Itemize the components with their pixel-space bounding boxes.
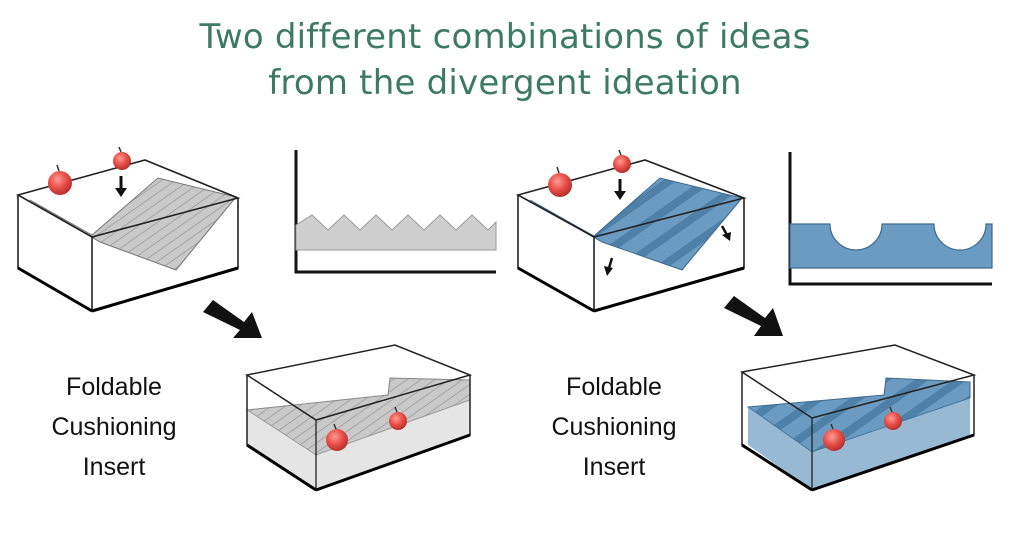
apple-icon xyxy=(389,406,407,430)
right-insert-label: Foldable Cushioning Insert xyxy=(514,367,714,487)
apple-icon xyxy=(823,423,845,451)
left-label-line-2: Cushioning xyxy=(51,413,177,441)
apple-icon xyxy=(884,406,902,430)
apple-icon xyxy=(548,166,572,197)
right-cross-section xyxy=(788,152,993,286)
left-insert-label: Foldable Cushioning Insert xyxy=(14,367,214,487)
apple-icon xyxy=(48,164,72,195)
right-bottom-box xyxy=(740,344,977,492)
right-label-line-1: Foldable xyxy=(566,373,662,401)
apple-icon xyxy=(613,149,631,173)
big-arrow-icon xyxy=(724,296,783,336)
down-arrow-icon xyxy=(614,179,626,200)
left-label-line-3: Insert xyxy=(82,453,146,481)
diagram-title: Two different combinations of ideas from… xyxy=(0,14,1010,106)
left-top-box xyxy=(15,159,241,313)
apple-icon xyxy=(113,146,131,170)
left-cross-section xyxy=(294,150,497,274)
big-arrow-icon xyxy=(203,300,262,338)
apple-icon xyxy=(326,423,348,451)
title-line-2: from the divergent ideation xyxy=(268,63,742,103)
right-label-line-2: Cushioning xyxy=(551,413,677,441)
title-line-1: Two different combinations of ideas xyxy=(199,17,811,57)
left-label-line-1: Foldable xyxy=(66,373,162,401)
left-bottom-box xyxy=(245,344,473,492)
down-arrow-icon xyxy=(604,257,614,276)
down-arrow-icon xyxy=(115,176,127,197)
right-scallop-profile xyxy=(789,223,993,269)
right-label-line-3: Insert xyxy=(582,453,646,481)
right-top-box xyxy=(515,159,747,313)
down-arrow-icon xyxy=(720,225,731,241)
left-zigzag-profile xyxy=(295,214,497,251)
